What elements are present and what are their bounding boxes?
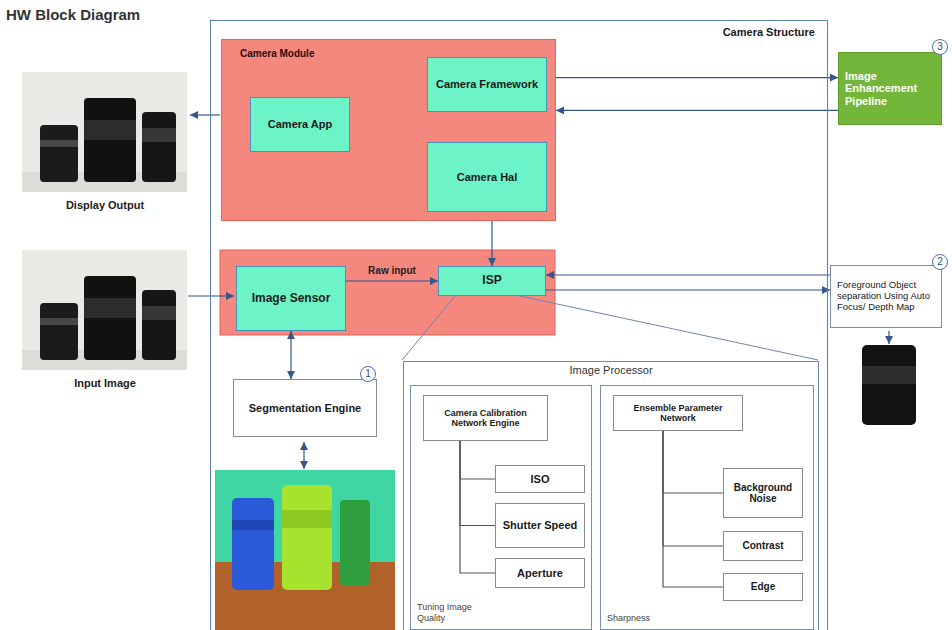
sensor-panel xyxy=(220,250,555,335)
lens-body xyxy=(862,345,916,425)
data-arrow xyxy=(556,77,838,78)
box-label: Edge xyxy=(751,581,775,593)
group-heading: Camera Structure xyxy=(723,26,815,39)
parameter-box: ISO xyxy=(495,465,585,493)
data-arrow xyxy=(556,110,838,111)
segment-lens-ring xyxy=(232,520,274,530)
note-box: Foreground Object separation Using Auto … xyxy=(830,265,942,328)
box-label: Camera Calibration Network Engine xyxy=(428,408,543,429)
box-label: Foreground Object separation Using Auto … xyxy=(837,280,935,313)
tree-line xyxy=(460,441,495,479)
box-label: Contrast xyxy=(742,540,783,552)
module-panel: Camera ModuleCamera App Camera FrameworkC… xyxy=(221,39,556,221)
box-label: Ensemble Parameter Network xyxy=(618,403,738,424)
box-label: Camera Hal xyxy=(457,171,518,184)
edge-label: Raw input xyxy=(368,265,416,276)
callout-number: 1 xyxy=(360,366,376,382)
network-box: Camera Calibration Network Engine xyxy=(423,395,548,441)
zoom-line xyxy=(402,296,455,360)
foreground-arrow xyxy=(888,331,889,344)
tree-line xyxy=(663,431,723,587)
segment-background xyxy=(215,470,395,630)
box-label: ISO xyxy=(531,473,550,486)
box-label: Camera App xyxy=(268,118,332,131)
system-boundary: Camera StructureCamera ModuleCamera AppC… xyxy=(210,20,828,630)
box-label: Image Sensor xyxy=(252,292,331,306)
parameter-box: Shutter Speed xyxy=(495,503,585,548)
segmentation-arrow xyxy=(303,442,304,469)
group-heading: Tuning Image Quality xyxy=(417,602,489,623)
single-lens-photo xyxy=(862,345,916,425)
input-arrow xyxy=(188,295,234,296)
tree-line xyxy=(460,441,495,526)
engine-box: Segmentation Engine xyxy=(233,379,377,437)
box-label: Segmentation Engine xyxy=(249,402,361,415)
box-label: Background Noise xyxy=(728,482,798,505)
data-arrow xyxy=(546,274,830,275)
image-caption: Input Image xyxy=(74,377,136,389)
tree-line xyxy=(663,431,723,493)
data-arrow xyxy=(290,331,291,379)
parameter-box: Contrast xyxy=(723,531,803,561)
processor-box: ISP xyxy=(438,266,546,296)
process-box: Camera App xyxy=(250,97,350,152)
box-label: Aperture xyxy=(517,567,563,580)
callout-number: 3 xyxy=(932,39,948,55)
parameter-box: Aperture xyxy=(495,558,585,588)
tree-line xyxy=(460,441,495,573)
group-panel: Sharpness Ensemble Parameter NetworkBackg… xyxy=(600,385,814,630)
tree-line xyxy=(663,431,723,546)
segment-lens xyxy=(282,485,332,590)
diagram-title: HW Block Diagram xyxy=(6,6,140,23)
group-heading: Sharpness xyxy=(607,613,679,623)
group-panel: Tuning Image Quality Camera Calibration N… xyxy=(410,385,592,630)
box-label: Image Enhancement Pipeline xyxy=(845,70,935,108)
box-label: ISP xyxy=(482,274,501,288)
segment-lens-ring xyxy=(282,510,332,528)
display-output-photo xyxy=(22,72,187,192)
output-arrow xyxy=(190,114,220,115)
data-arrow xyxy=(546,289,830,290)
zoom-line xyxy=(520,296,818,360)
pipeline-box: Image Enhancement Pipeline xyxy=(838,52,942,125)
process-box: Camera Hal xyxy=(427,142,547,212)
box-label: Shutter Speed xyxy=(503,519,578,532)
data-arrow xyxy=(346,280,438,281)
image-caption: Display Output xyxy=(66,199,144,211)
parameter-box: Edge xyxy=(723,573,803,601)
network-box: Ensemble Parameter Network xyxy=(613,395,743,431)
group-heading: Image Processor xyxy=(404,364,818,377)
input-image-photo xyxy=(22,250,187,370)
segment-lens xyxy=(232,498,274,590)
segmentation-picture xyxy=(215,470,395,630)
sensor-box: Image Sensor xyxy=(236,266,346,331)
box-label: Camera Framework xyxy=(436,78,538,91)
callout-number: 2 xyxy=(932,254,948,270)
zoom-region: Image ProcessorTuning Image Quality Camer… xyxy=(403,361,819,630)
lens-ring xyxy=(862,366,916,384)
group-heading: Camera Module xyxy=(240,48,314,60)
parameter-box: Background Noise xyxy=(723,468,803,518)
process-box: Camera Framework xyxy=(427,57,547,112)
segment-lens xyxy=(340,500,370,585)
